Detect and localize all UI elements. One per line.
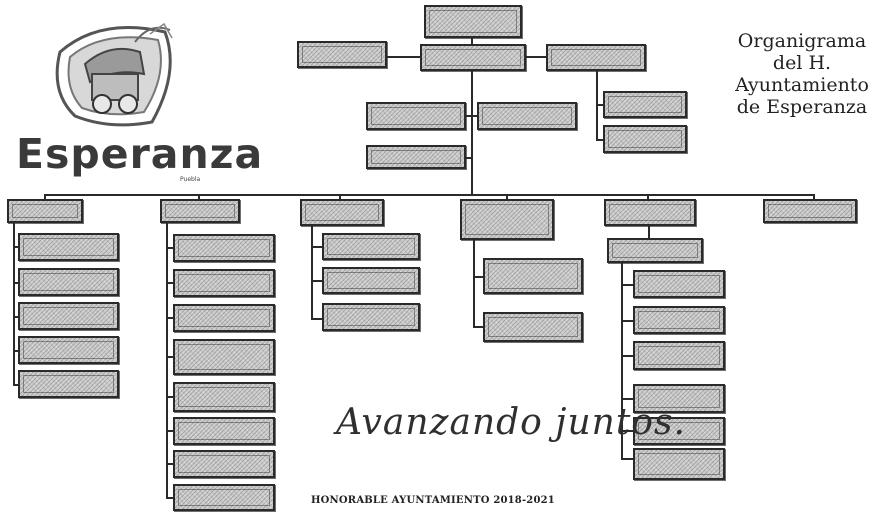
connector-line — [13, 246, 18, 248]
connector-line — [311, 226, 313, 319]
title-line: de Esperanza — [736, 96, 868, 118]
org-box-col5-head — [604, 199, 696, 226]
connector-line — [44, 194, 815, 196]
org-box-col2-item — [173, 269, 275, 297]
connector-line — [166, 247, 173, 249]
connector-line — [596, 104, 603, 106]
org-box-comunicacion — [477, 102, 577, 130]
org-box-col2-item — [173, 234, 275, 262]
connector-line — [473, 326, 483, 328]
org-box-col2-item — [173, 484, 275, 511]
connector-line — [13, 384, 18, 386]
connector-line — [647, 194, 649, 199]
footer-caption: HONORABLE AYUNTAMIENTO 2018-2021 — [311, 495, 555, 506]
connector-line — [166, 396, 173, 398]
org-box-col5-item — [633, 270, 725, 298]
connector-line — [166, 430, 173, 432]
connector-line — [166, 497, 173, 499]
connector-line — [166, 282, 173, 284]
connector-line — [166, 223, 168, 498]
title-line: Ayuntamiento — [735, 74, 869, 96]
title-line: Organigrama — [737, 30, 867, 52]
brand-wordmark: Esperanza — [16, 130, 264, 178]
org-box-cabildo — [424, 5, 522, 38]
connector-line — [166, 356, 173, 358]
chart-title: Organigrama del H. Ayuntamiento de Esper… — [722, 30, 882, 118]
org-box-col3-item — [322, 233, 420, 260]
connector-line — [473, 240, 475, 327]
org-box-col5-item — [633, 417, 725, 445]
connector-line — [311, 280, 322, 282]
connector-line — [311, 246, 322, 248]
org-box-secretaria — [366, 102, 466, 130]
org-box-sindicatura — [366, 145, 466, 169]
org-box-right-sub-2 — [603, 125, 687, 153]
connector-line — [13, 350, 18, 352]
org-box-col2-item — [173, 450, 275, 478]
org-box-col1-item — [18, 268, 119, 296]
locomotive-emblem-icon — [55, 22, 173, 127]
title-line: del H. — [772, 52, 832, 74]
connector-line — [387, 56, 420, 58]
connector-line — [466, 157, 472, 159]
brand-subtitle: Puebla — [180, 176, 201, 183]
org-box-col5-item — [633, 384, 725, 413]
connector-line — [466, 115, 477, 117]
org-box-col3-item — [322, 303, 420, 331]
org-box-col1-item — [18, 370, 119, 398]
connector-line — [13, 282, 18, 284]
org-box-col5-item — [633, 341, 725, 370]
connector-line — [621, 284, 633, 286]
connector-line — [506, 194, 508, 199]
connector-line — [526, 56, 546, 58]
connector-line — [813, 194, 815, 199]
org-box-col3-item — [322, 267, 420, 294]
connector-line — [44, 194, 46, 199]
org-box-col4-item — [483, 258, 583, 294]
connector-line — [166, 463, 173, 465]
org-box-col5-item — [633, 448, 725, 480]
org-box-col2-item — [173, 382, 275, 412]
org-box-col5-sub — [607, 238, 703, 263]
org-box-col3-head — [300, 199, 384, 226]
connector-line — [13, 316, 18, 318]
org-box-col2-head — [160, 199, 240, 223]
connector-line — [471, 71, 473, 195]
org-box-col4-item — [483, 312, 583, 342]
connector-line — [311, 318, 322, 320]
connector-line — [621, 398, 633, 400]
connector-line — [621, 263, 623, 459]
org-box-col1-item — [18, 302, 119, 330]
connector-line — [621, 430, 633, 432]
org-box-col2-item — [173, 417, 275, 445]
slogan: Avanzando juntos. — [336, 402, 686, 443]
org-box-left-staff — [297, 41, 387, 68]
org-box-col4-head — [460, 199, 554, 240]
org-box-col1-head — [7, 199, 83, 223]
connector-line — [621, 355, 633, 357]
org-box-presidencia — [420, 44, 526, 71]
connector-line — [621, 458, 633, 460]
connector-line — [596, 71, 598, 141]
org-box-col1-item — [18, 336, 119, 364]
connector-line — [596, 139, 603, 141]
connector-line — [473, 276, 483, 278]
org-box-col6-head — [763, 199, 857, 223]
connector-line — [471, 38, 473, 44]
connector-line — [648, 226, 650, 238]
connector-line — [166, 317, 173, 319]
org-box-col2-item — [173, 304, 275, 332]
connector-line — [621, 320, 633, 322]
org-box-col1-item — [18, 233, 119, 261]
connector-line — [13, 223, 15, 385]
org-box-right-sub-1 — [603, 91, 687, 118]
org-box-right-staff — [546, 44, 646, 71]
org-box-col5-item — [633, 306, 725, 334]
org-box-col2-item — [173, 339, 275, 375]
connector-line — [339, 194, 341, 199]
connector-line — [198, 194, 200, 199]
